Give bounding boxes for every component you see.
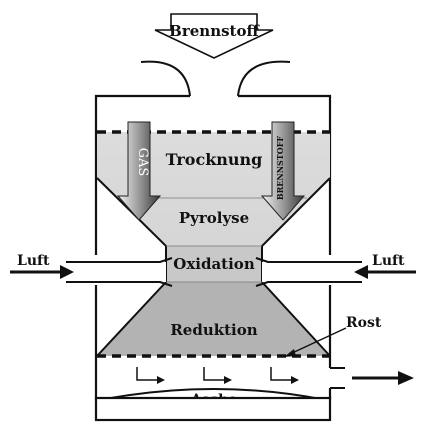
vessel-outline [94,94,332,400]
oxidation-zone [166,246,262,282]
fuel-inlet-arrow [154,13,274,59]
zone-label-pyrolysis: Pyrolyse [179,209,249,227]
gas-arrow-label: GAS [135,148,150,177]
gas-outlet-pipe [330,367,345,389]
vessel-base [94,396,332,422]
air-arrow-right-head [354,265,368,279]
gas-arrow [116,121,162,221]
grate-label: Rost [346,315,382,331]
gas-outlet-arrow-head [398,371,414,385]
grate-pointer-head [284,349,296,357]
air-inlet-left [66,262,166,282]
air-inlet-right-tube [255,257,362,287]
hopper-neck [140,60,291,97]
air-inlet-right [262,262,362,282]
reduction-zone [97,282,330,356]
zone-label-reduction: Reduktion [170,321,257,339]
fuel-inlet-label: Brennstoff [169,22,260,40]
grate-pointer [289,327,347,355]
gas-flow-arrows [136,367,299,384]
air-arrow-left-head [60,265,74,279]
air-label-right: Luft [372,253,405,269]
air-inlet-left-tube [66,257,173,287]
air-label-left: Luft [17,253,50,269]
fuel-arrow [260,121,306,221]
zone-label-drying: Trocknung [166,150,263,169]
zone-label-oxidation: Oxidation [173,255,255,273]
fuel-arrow-label: BRENNSTOFF [275,136,285,201]
